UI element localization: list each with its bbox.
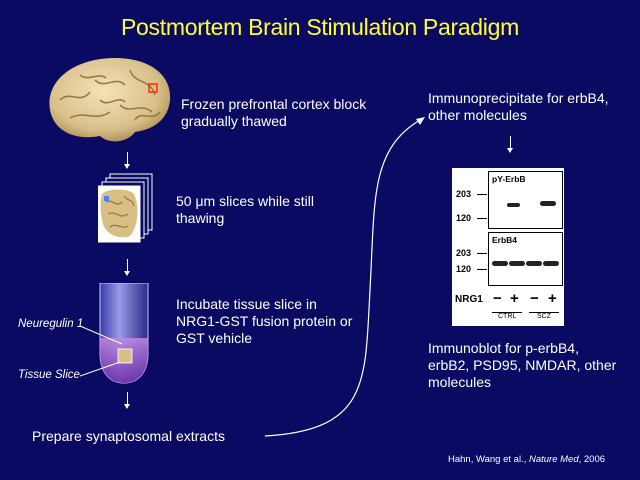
- nrg1-minus-scz: −: [530, 290, 539, 307]
- band-p2-lane1: [492, 261, 508, 266]
- nrg1-minus-ctrl: −: [493, 290, 502, 307]
- step-frozen-text: Frozen prefrontal cortex block gradually…: [181, 96, 367, 129]
- arrow-4: [507, 136, 513, 153]
- tissue-slice-pointer: [80, 361, 121, 377]
- slices-image: [98, 173, 153, 243]
- arrow-2: [124, 259, 130, 276]
- brain-image: [49, 58, 171, 142]
- band-p2-lane3: [526, 261, 542, 266]
- band-p2-lane2: [509, 261, 525, 266]
- step-immunoblot-text: Immunoblot for p-erbB4, erbB2, PSD95, NM…: [428, 340, 617, 390]
- neuregulin-pointer: [80, 325, 123, 345]
- mw-120-panel1: 120: [456, 213, 472, 223]
- group-ctrl-label: CTRL: [498, 313, 517, 320]
- tick-120-b: [477, 269, 487, 270]
- tick-120-a: [477, 218, 487, 219]
- citation-journal: Nature Med: [528, 454, 579, 465]
- tick-203-b: [477, 253, 487, 254]
- ctrl-bracket: [492, 312, 522, 313]
- citation-authors: Hahn, Wang et al.,: [448, 454, 529, 465]
- nrg1-label: NRG1: [455, 294, 483, 305]
- mw-120-panel2: 120: [456, 264, 472, 274]
- step-slices-text: 50 μm slices while still thawing: [176, 193, 346, 227]
- blot-panel-py-erbb: pY-ErbB: [488, 171, 563, 229]
- citation: Hahn, Wang et al., Nature Med, 2006: [448, 454, 605, 465]
- curved-arrow: [264, 117, 425, 437]
- test-tube-image: [99, 283, 149, 384]
- arrow-3: [124, 392, 130, 409]
- tick-203-a: [477, 194, 487, 195]
- blot-legend: NRG1 − + − + CTRL SCZ: [452, 288, 564, 326]
- slices-description: slices while still thawing: [176, 193, 315, 226]
- nrg1-plus-ctrl: +: [510, 290, 519, 307]
- band-p1-lane2: [507, 203, 520, 207]
- slices-thickness: 50: [176, 193, 196, 209]
- band-p2-lane4: [543, 261, 559, 266]
- step-immunoprecipitate-text: Immunoprecipitate for erbB4, other molec…: [428, 90, 609, 123]
- panel-erbb4-label: ErbB4: [492, 235, 518, 245]
- mw-203-panel1: 203: [456, 189, 472, 199]
- tissue-slice-label: Tissue Slice: [18, 369, 80, 381]
- group-scz-label: SCZ: [537, 313, 551, 320]
- panel-py-erbb-label: pY-ErbB: [492, 174, 526, 184]
- mw-203-panel2: 203: [456, 248, 472, 258]
- slide-title: Postmortem Brain Stimulation Paradigm: [121, 14, 519, 40]
- western-blot-figure: pY-ErbB 203 120 ErbB4 203 120 NRG1 − + −…: [452, 168, 564, 326]
- neuregulin-label: Neuregulin 1: [18, 318, 84, 330]
- band-p1-lane4: [540, 201, 556, 206]
- scz-bracket: [529, 312, 559, 313]
- step-incubate-text: Incubate tissue slice in NRG1-GST fusion…: [176, 296, 353, 346]
- citation-year: , 2006: [578, 454, 606, 465]
- arrow-1: [124, 152, 130, 169]
- nrg1-plus-scz: +: [548, 290, 557, 307]
- step-prepare-text: Prepare synaptosomal extracts: [32, 428, 225, 444]
- slices-unit: μm: [195, 193, 216, 209]
- cortex-marker: [148, 83, 158, 93]
- blot-panel-erbb4: ErbB4: [488, 232, 563, 286]
